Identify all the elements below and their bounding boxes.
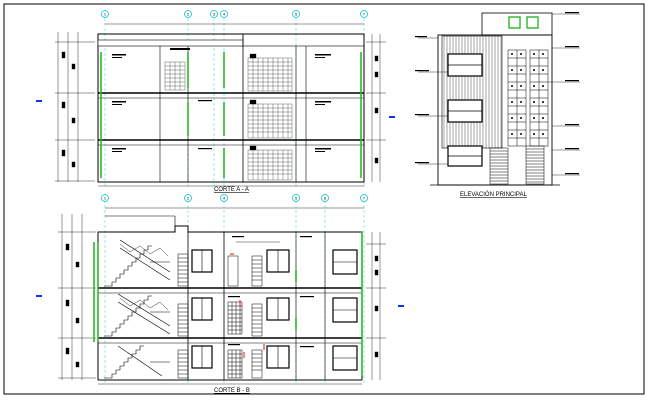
axis-label: 4: [223, 196, 226, 201]
axis-label: 4: [223, 12, 226, 17]
axis-bubble: [220, 194, 228, 202]
section-marker-left: [36, 100, 42, 102]
elevation-hatching: [441, 35, 503, 149]
section-b-b: 1 2 4 5 6 7: [36, 194, 404, 394]
section-b-windows: [191, 249, 358, 371]
axis-bubble: [184, 10, 192, 18]
axis-bubble: [184, 194, 192, 202]
axis-label: 2: [187, 196, 190, 201]
elevation-block-columns: [507, 49, 549, 147]
elevation-title: ELEVACIÓN PRINCIPAL: [460, 191, 527, 198]
axis-label: 7: [363, 12, 366, 17]
axis-label: 5: [295, 12, 298, 17]
axis-label: 7: [363, 196, 366, 201]
main-elevation: ELEVACIÓN PRINCIPAL: [415, 12, 580, 198]
axis-bubble: [220, 10, 228, 18]
axis-bubble: [101, 194, 109, 202]
axis-bubble: [210, 10, 218, 18]
axis-bubble: [360, 194, 368, 202]
section-marker-left-b: [36, 295, 42, 297]
axis-label: 3: [213, 12, 216, 17]
section-b-red-accents: [230, 253, 265, 358]
axis-label: 6: [324, 196, 327, 201]
axis-bubble: [321, 194, 329, 202]
section-b-notes: [228, 236, 314, 348]
axis-bubble: [360, 10, 368, 18]
elevation-windows: [447, 53, 483, 167]
section-b-building: [97, 215, 363, 385]
axis-label: 2: [187, 12, 190, 17]
section-a-left-levels: [55, 32, 95, 182]
axis-bubble: [101, 10, 109, 18]
section-b-axes: 1 2 4 5 6 7: [101, 194, 368, 384]
section-b-left-levels: [58, 214, 96, 380]
section-b-green-walls: [93, 232, 363, 376]
section-a-building: [97, 33, 365, 187]
section-b-title: CORTE B - B: [214, 388, 250, 394]
elevation-block-pattern: [511, 53, 544, 135]
elevation-building: [430, 12, 560, 186]
axis-bubble: [292, 194, 300, 202]
axis-bubble: [292, 10, 300, 18]
axis-label: 1: [104, 196, 107, 201]
section-a-notes: [112, 48, 331, 152]
sheet-border: [3, 3, 645, 395]
elevation-annotations: [418, 13, 580, 176]
elevation-doors: [489, 145, 545, 185]
section-marker-right-b: [398, 305, 404, 307]
section-b-inner-details: [177, 253, 263, 379]
elevation-annotation-text: [415, 12, 579, 175]
axis-label: 1: [104, 12, 107, 17]
section-a-green-walls: [100, 52, 362, 178]
section-a-a: 1 2 3 4 5 7: [36, 10, 395, 193]
section-marker-right: [389, 116, 395, 118]
axis-label: 5: [295, 196, 298, 201]
section-a-right-levels: [366, 34, 386, 182]
section-a-title: CORTE A - A: [214, 187, 249, 193]
section-b-stairs: [104, 239, 171, 379]
section-b-right-levels: [366, 232, 386, 380]
section-a-tiled-areas: [164, 53, 293, 181]
